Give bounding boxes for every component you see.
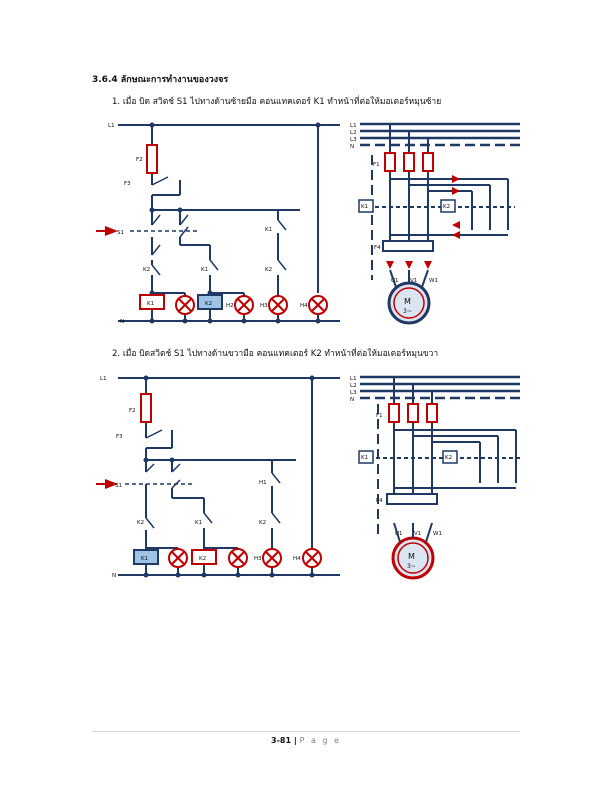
fuse-f1-l3-icon [422,152,434,172]
footer-separator: | [293,736,297,745]
label-l3-power: L3 [350,137,357,143]
label-k1-power: K1 [361,455,368,461]
contactor-k2-icon [440,199,456,213]
label-k1-contact-b: K1 [265,227,272,233]
label-k1-coil: K1 [141,556,148,562]
label-k1-power: K1 [361,204,368,210]
label-l1: L1 [108,123,115,129]
label-h2: H2 [226,303,234,309]
label-f2: F2 [129,408,136,414]
label-k2-contact: K2 [143,267,150,273]
label-f3: F3 [116,434,123,440]
label-s1: S1 [117,230,124,236]
coil-k1-icon [139,294,165,310]
label-k1-coil: K1 [147,301,154,307]
label-h4: H4 [293,556,301,562]
label-f4: F4 [374,245,381,251]
list-item-2: 2. เมื่อ บิดสวิตช์ S1 ไปทางด้านขวามือ คอ… [112,346,438,360]
circuit-diagram-left-rotation: L1 N F2 F3 S1 K2 K1 K1 K2 K1 K2 H2 H3 H4 [0,115,612,334]
list-item-number: 2. [112,349,121,359]
label-l1: L1 [100,376,107,382]
label-motor-sub: 3~ [407,563,416,570]
label-h3: H3 [260,303,268,309]
list-item-number: 1. [112,97,121,107]
label-k2-contact-b: K2 [265,267,272,273]
label-l1-power: L1 [350,376,357,382]
label-k1-contact: K1 [201,267,208,273]
label-h1-contact: H1 [259,480,267,486]
page-footer: 3-81 | P a g e [0,736,612,745]
label-k2-contact-b: K2 [259,520,266,526]
label-motor: M [408,552,415,561]
coil-k1-icon [133,549,159,565]
label-n: N [120,319,124,325]
label-n-power: N [350,397,354,403]
label-u1: U1 [391,278,399,284]
contactor-k1-icon [358,199,374,213]
fuse-f2-icon [140,393,152,423]
section-heading: 3.6.4 ลักษณะการทำงานของวงจร [92,75,229,85]
footer-divider [92,731,520,732]
label-k2-contact: K2 [137,520,144,526]
fuse-f1-l1-icon [384,152,396,172]
fuse-f1-l2-icon [403,152,415,172]
label-h4: H4 [300,303,308,309]
label-w1: W1 [433,531,442,537]
fuse-f1-l1-icon [388,403,400,423]
label-v1: V1 [414,531,421,537]
circuit-diagram-right-rotation: L1 N F2 F3 S1 K2 K1 H1 K2 K1 K2 H3 H4 [0,368,612,587]
contactor-k2-icon [442,450,458,464]
arrow-right-icon [105,226,118,236]
contactor-k1-icon [358,450,374,464]
fuse-f2-icon [146,144,158,174]
label-k2-power: K2 [445,455,452,461]
page-word: P a g e [299,736,341,745]
label-motor: M [404,297,411,306]
label-f1: F1 [376,413,383,419]
label-l3-power: L3 [350,390,357,396]
fuse-f1-l2-icon [407,403,419,423]
label-v1: V1 [410,278,417,284]
list-item-text: เมื่อ บิดสวิตช์ S1 ไปทางด้านขวามือ คอนแท… [122,349,439,359]
page-number: 3-81 [271,736,292,745]
label-k2-coil: K2 [199,556,206,562]
label-l2-power: L2 [350,383,357,389]
label-f4: F4 [376,498,383,504]
list-item-text: เมื่อ บิด สวิตช์ S1 ไปทางด้านซ้ายมือ คอน… [122,97,442,107]
label-s1: S1 [115,483,122,489]
label-w1: W1 [429,278,438,284]
label-n-power: N [350,144,354,150]
label-f2: F2 [136,157,143,163]
label-f3: F3 [124,181,131,187]
label-l2-power: L2 [350,130,357,136]
overload-f4-icon [386,493,438,505]
label-k1-contact: K1 [195,520,202,526]
label-f1: F1 [373,162,380,168]
label-k2-power: K2 [443,204,450,210]
label-l1-power: L1 [350,123,357,129]
coil-k2-icon [197,294,223,310]
overload-f4-icon [382,240,434,252]
label-u1: U1 [395,531,403,537]
fuse-f1-l3-icon [426,403,438,423]
coil-k2-icon [191,549,217,565]
label-h3: H3 [254,556,262,562]
list-item-1: 1. เมื่อ บิด สวิตช์ S1 ไปทางด้านซ้ายมือ … [112,94,441,108]
label-n: N [112,573,116,579]
label-motor-sub: 3~ [403,308,412,315]
label-k2-coil: K2 [205,301,212,307]
arrow-right-icon [105,479,118,489]
